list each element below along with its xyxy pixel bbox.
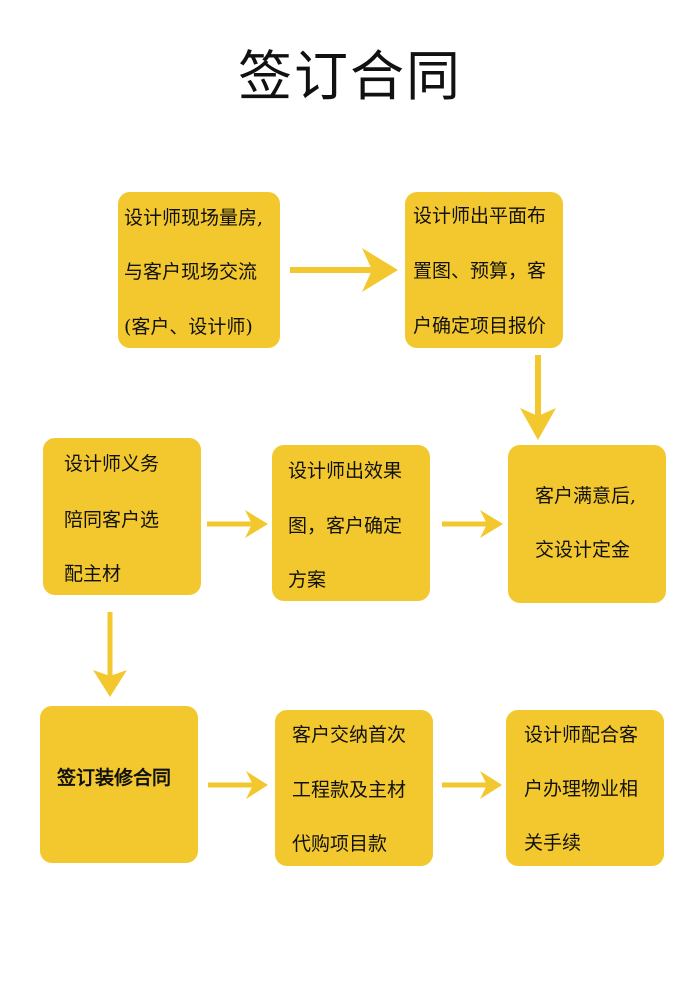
step-text-line: 户确定项目报价 [413,315,547,337]
step-text-line: 置图、预算，客 [413,260,547,282]
step-text-line: 代购项目款 [292,833,388,855]
arrow-plan-to-deposit [520,355,556,440]
step-text-line: 设计师配合客 [524,724,639,746]
step-contract: 签订装修合同 [40,706,198,863]
step-deposit: 客户满意后, 交设计定金 [508,445,666,603]
step-text-line: 与客户现场交流 [124,261,258,283]
step-text-line: 客户满意后, [535,485,637,507]
step-material: 设计师义务 陪同客户选 配主材 [43,438,201,595]
arrow-material-to-contract [93,612,127,697]
arrow-material-to-render [207,510,268,538]
step-render: 设计师出效果 图，客户确定 方案 [272,445,430,601]
step-text-line: 方案 [288,569,327,591]
arrow-contract-to-payment [208,771,268,799]
step-text-line: 图，客户确定 [288,515,403,537]
step-text-line: 设计师出效果 [288,460,403,482]
step-text-line: 配主材 [64,563,122,585]
arrow-render-to-deposit [442,510,503,538]
step-text-line: 签订装修合同 [57,767,172,789]
step-text-line: 工程款及主材 [292,779,407,801]
step-payment: 客户交纳首次 工程款及主材 代购项目款 [275,710,433,866]
step-text-line: 设计师现场量房, [124,207,264,229]
arrow-payment-to-property [442,771,502,799]
page-title: 签订合同 [238,45,462,108]
step-text-line: 陪同客户选 [64,509,160,531]
step-text-line: 关手续 [524,832,582,854]
step-measure: 设计师现场量房, 与客户现场交流 (客户、设计师) [118,192,280,348]
step-text-line: 客户交纳首次 [292,724,407,746]
step-text-line: 交设计定金 [535,539,631,561]
step-property: 设计师配合客 户办理物业相 关手续 [506,710,664,866]
step-text-line: 户办理物业相 [524,778,639,800]
arrow-measure-to-plan [290,248,398,292]
step-text-line: (客户、设计师) [124,316,253,338]
step-text-line: 设计师义务 [64,453,160,475]
step-plan: 设计师出平面布 置图、预算，客 户确定项目报价 [405,192,563,348]
step-text-line: 设计师出平面布 [413,205,547,227]
